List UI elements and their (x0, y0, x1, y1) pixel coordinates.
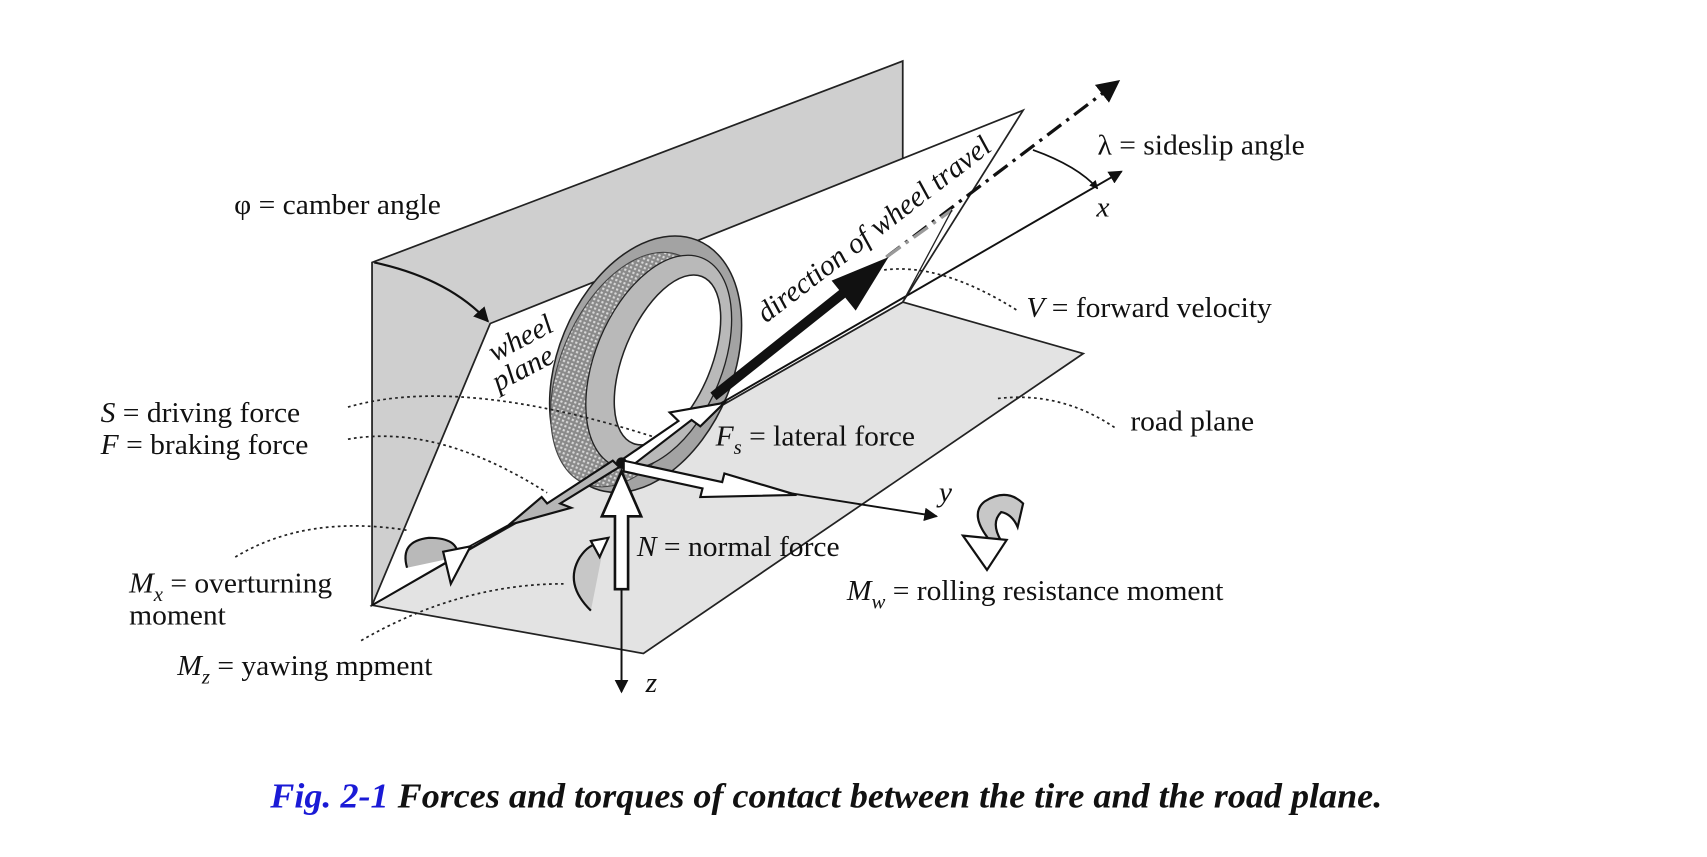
x-axis-label: x (1095, 192, 1109, 224)
sideslip-angle-arrow (1032, 149, 1099, 190)
rolling-resistance-moment-icon (960, 493, 1025, 572)
overturning-moment-icon (404, 536, 473, 587)
camber-angle-arrow (373, 261, 490, 323)
leader-overturning (234, 525, 408, 558)
x-axis (371, 170, 1123, 607)
figure-caption: Fig. 2-1 Forces and torques of contact b… (269, 776, 1382, 816)
wheel-travel-line-gray (885, 208, 953, 259)
yawing-moment-icon (572, 536, 611, 612)
tire (548, 235, 743, 494)
sideslip-ref-line (902, 209, 953, 303)
velocity-arrow (710, 257, 889, 401)
lateral-force-label: Fs = lateral force (715, 421, 915, 459)
figure-caption-text: Forces and torques of contact between th… (389, 776, 1383, 816)
braking-force-arrow (508, 459, 622, 526)
y-axis (787, 491, 939, 522)
driving-force-arrow (622, 401, 728, 469)
figure-number: Fig. 2-1 (269, 776, 388, 816)
overturning-moment-label: Mx = overturning (128, 568, 332, 606)
road-plane-label: road plane (1130, 406, 1254, 438)
leader-yawing (360, 582, 564, 642)
camber-angle-label: φ = camber angle (234, 190, 441, 222)
z-axis-label: z (645, 667, 658, 699)
forward-velocity-label: V = forward velocity (1026, 292, 1272, 324)
braking-force-label: F = braking force (100, 429, 309, 461)
driving-force-label: S = driving force (101, 397, 301, 429)
leader-velocity (884, 268, 1019, 312)
leader-road (997, 396, 1117, 430)
y-axis-label: y (936, 477, 952, 509)
normal-force-label: N = normal force (636, 531, 840, 563)
rolling-resistance-label: Mw = rolling resistance moment (846, 575, 1224, 613)
lateral-force-arrow (622, 459, 797, 499)
leader-driving (347, 395, 655, 438)
overturning-moment-label-2: moment (129, 600, 226, 632)
sideslip-angle-label: λ = sideslip angle (1098, 130, 1305, 162)
yawing-moment-label: Mz = yawing mpment (176, 650, 432, 688)
leader-braking (347, 435, 548, 494)
